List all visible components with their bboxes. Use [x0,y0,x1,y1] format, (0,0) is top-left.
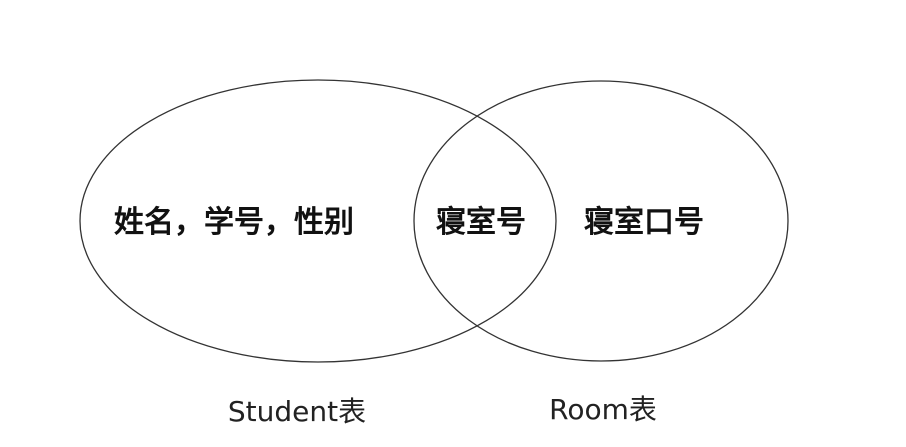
room-set-ellipse [413,80,789,362]
room-set-caption: Room表 [549,393,657,426]
intersection-label: 寝室号 [436,205,526,240]
student-only-label: 姓名，学号，性别 [114,205,354,240]
student-set-caption: Student表 [228,395,366,428]
student-set-ellipse [79,79,557,363]
room-only-label: 寝室口号 [584,205,704,240]
